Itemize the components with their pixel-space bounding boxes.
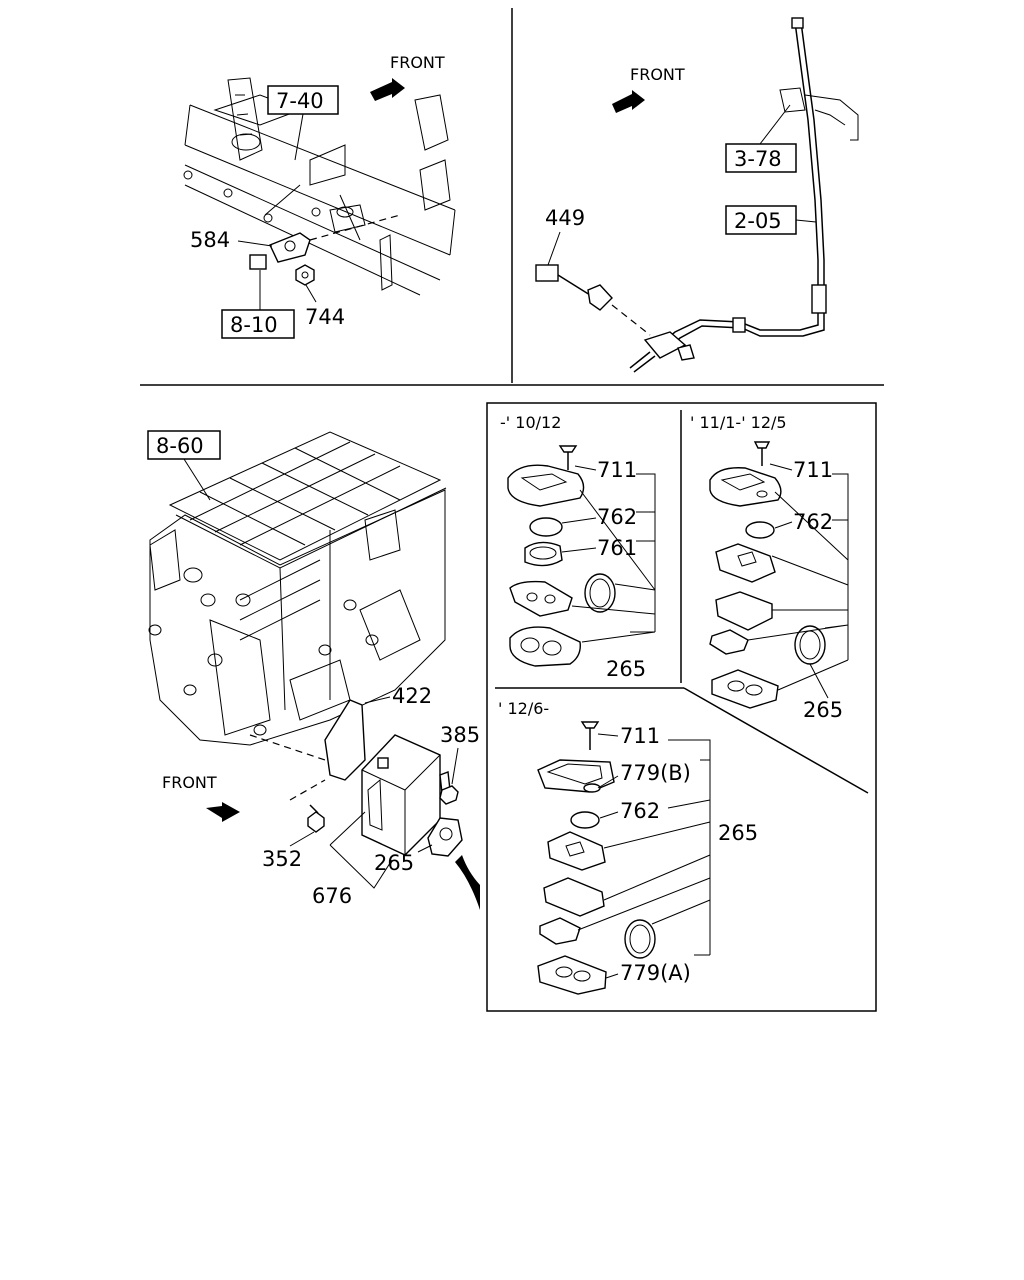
- part-744: 744: [305, 305, 345, 329]
- panel-b-part-265: 265: [803, 698, 843, 722]
- panel-c-parts: [537, 721, 656, 995]
- panel-a-bracket: [571, 473, 656, 643]
- panel-b-part-762: 762: [793, 510, 833, 534]
- front-arrow-icon: [612, 90, 645, 113]
- ref-7-40: 7-40: [276, 89, 324, 113]
- ref-8-60: 8-60: [156, 434, 204, 458]
- top-left-assembly: [183, 77, 456, 296]
- panel-a-part-711: 711: [597, 458, 637, 482]
- panel-b-parts: [709, 441, 826, 709]
- part-265: 265: [374, 851, 414, 875]
- ref-box-2-05: [725, 205, 797, 235]
- panel-c-part-265: 265: [718, 821, 758, 845]
- ref-box-3-78: [725, 143, 797, 173]
- inset-frame: [486, 402, 877, 1012]
- inset-diagonal-divider: [683, 687, 869, 794]
- panel-a-part-265: 265: [606, 657, 646, 681]
- panel-b-part-711: 711: [793, 458, 833, 482]
- part-352: 352: [262, 847, 302, 871]
- panel-c-bracket: [577, 739, 711, 956]
- panel-b-title: ' 11/1-' 12/5: [690, 413, 787, 432]
- front-arrow-icon: [370, 78, 405, 101]
- panel-c-part-711: 711: [620, 724, 660, 748]
- panel-a-title: -' 10/12: [500, 413, 561, 432]
- panel-a-parts: [507, 445, 616, 667]
- front-label: FRONT: [630, 65, 685, 84]
- top-right-assembly: [535, 17, 859, 373]
- panel-c-part-762: 762: [620, 799, 660, 823]
- ref-box-8-60: [147, 430, 221, 460]
- part-584: 584: [190, 228, 230, 252]
- panel-c-part-779b: 779(B): [620, 761, 691, 785]
- panel-b-bracket: [747, 473, 849, 699]
- ref-box-8-10: [221, 309, 295, 339]
- hvac-unit-assembly: [148, 431, 480, 910]
- part-676: 676: [312, 884, 352, 908]
- part-385: 385: [440, 723, 480, 747]
- ref-2-05: 2-05: [734, 209, 782, 233]
- panel-c-title: ' 12/6-: [498, 699, 549, 718]
- ref-8-10: 8-10: [230, 313, 278, 337]
- panel-a-part-762: 762: [597, 505, 637, 529]
- front-arrow-icon: [206, 802, 240, 822]
- panel-c-part-779a: 779(A): [620, 961, 691, 985]
- part-422: 422: [392, 684, 432, 708]
- front-label: FRONT: [162, 773, 217, 792]
- front-label: FRONT: [390, 53, 445, 72]
- part-449: 449: [545, 206, 585, 230]
- ref-3-78: 3-78: [734, 147, 782, 171]
